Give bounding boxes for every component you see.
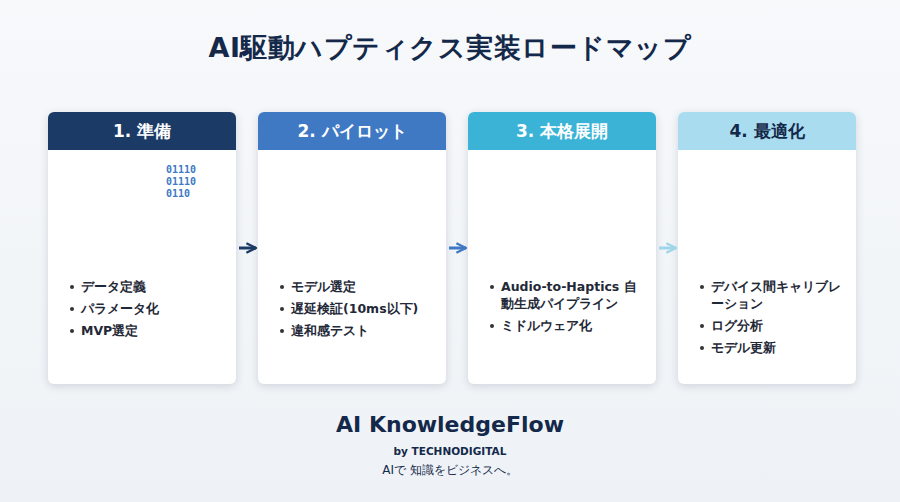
bullet-text: MVP選定: [81, 322, 138, 339]
binary-digits: 0110: [166, 188, 190, 199]
phase-heading: 4. 最適化: [678, 112, 856, 150]
phase-heading: 2. パイロット: [258, 112, 446, 150]
phase-heading: 3. 本格展開: [468, 112, 656, 150]
bullet-list: Audio-to-Haptics 自動生成パイプラインミドルウェア化: [468, 278, 656, 334]
bullet-text: 遅延検証(10ms以下): [291, 300, 418, 317]
footer-text: AIで 知識をビジネスへ。: [0, 462, 900, 479]
phase-card: 1. 準備データ定義パラメータ化 MVP選定: [48, 112, 236, 384]
bullet-dot: [70, 285, 74, 289]
icon-space: [468, 150, 656, 278]
bullet-item: ログ分析: [700, 317, 846, 334]
bullet-item: Audio-to-Haptics 自動生成パイプライン: [490, 278, 646, 312]
flow-arrow: [449, 247, 466, 250]
bullet-item: データ定義: [70, 278, 226, 295]
bullet-text: デバイス間キャリブレーション: [711, 278, 846, 312]
bullet-dot: [490, 324, 494, 328]
bullet-dot: [700, 324, 704, 328]
bullet-dot: [70, 307, 74, 311]
footer-text: AI KnowledgeFlow: [0, 412, 900, 437]
bullet-dot: [70, 329, 74, 333]
diagram-title: AI駆動ハプティクス実装ロードマップ: [0, 30, 900, 66]
bullet-list: データ定義パラメータ化 MVP選定: [48, 278, 236, 339]
bullet-text: モデル更新: [711, 339, 776, 356]
bullet-list: デバイス間キャリブレーションログ分析モデル更新: [678, 278, 856, 356]
bullet-item: モデル選定: [280, 278, 436, 295]
bullet-item: モデル更新: [700, 339, 846, 356]
bullet-text: 違和感テスト: [291, 322, 369, 339]
bullet-list: モデル選定遅延検証(10ms以下) 違和感テスト: [258, 278, 446, 339]
bullet-item: ミドルウェア化: [490, 317, 646, 334]
bullet-dot: [280, 329, 284, 333]
flow-arrow: [659, 247, 676, 250]
bullet-text: ログ分析: [711, 317, 763, 334]
bullet-item: 違和感テスト: [280, 322, 436, 339]
bullet-item: デバイス間キャリブレーション: [700, 278, 846, 312]
binary-digits: 01110: [166, 164, 196, 175]
bullet-text: Audio-to-Haptics 自動生成パイプライン: [501, 278, 646, 312]
icon-space: [48, 150, 236, 278]
bullet-dot: [700, 285, 704, 289]
phase-card: 2. パイロットモデル選定遅延検証(10ms以下) 違和感テスト: [258, 112, 446, 384]
phase-card: 3. 本格展開 Audio-to-Haptics 自動生成パイプラインミドルウェア…: [468, 112, 656, 384]
icon-space: [678, 150, 856, 278]
bullet-text: ミドルウェア化: [501, 317, 592, 334]
phase-heading: 1. 準備: [48, 112, 236, 150]
bullet-dot: [700, 346, 704, 350]
bullet-text: パラメータ化: [81, 300, 159, 317]
bullet-dot: [280, 285, 284, 289]
icon-space: [258, 150, 446, 278]
bullet-dot: [490, 285, 494, 289]
footer-text: by TECHNODIGITAL: [0, 445, 900, 457]
bullet-text: データ定義: [81, 278, 146, 295]
flow-arrow: [239, 247, 256, 250]
bullet-dot: [280, 307, 284, 311]
phase-card: 4. 最適化デバイス間キャリブレーションログ分析モデル更新: [678, 112, 856, 384]
bullet-text: モデル選定: [291, 278, 356, 295]
bullet-item: MVP選定: [70, 322, 226, 339]
bullet-item: 遅延検証(10ms以下): [280, 300, 436, 317]
bullet-item: パラメータ化: [70, 300, 226, 317]
binary-digits: 01110: [166, 176, 196, 187]
